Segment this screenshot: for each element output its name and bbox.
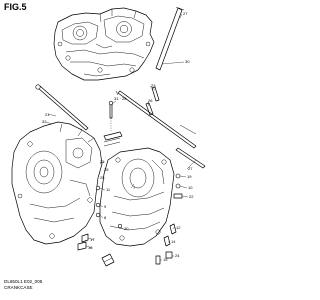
figure-title: FIG.5 (4, 2, 27, 12)
figure-footer: DL650L1 E02_005 CRANKCASE (4, 279, 42, 291)
left-crankcase-half (11, 121, 103, 245)
center-bolt-set (103, 86, 160, 147)
long-through-bolts (35, 84, 206, 169)
footer-code: DL650L1 E02_005 (4, 279, 43, 284)
long-bolt-upper (155, 6, 185, 71)
upper-crankcase-half (53, 7, 155, 81)
left-small-parts (77, 185, 115, 267)
leader-lines (45, 13, 197, 261)
right-crankcase-half (99, 147, 175, 247)
footer-name: CRANKCASE (4, 285, 33, 290)
exploded-crankcase-drawing (11, 6, 206, 267)
right-small-parts (117, 173, 183, 265)
